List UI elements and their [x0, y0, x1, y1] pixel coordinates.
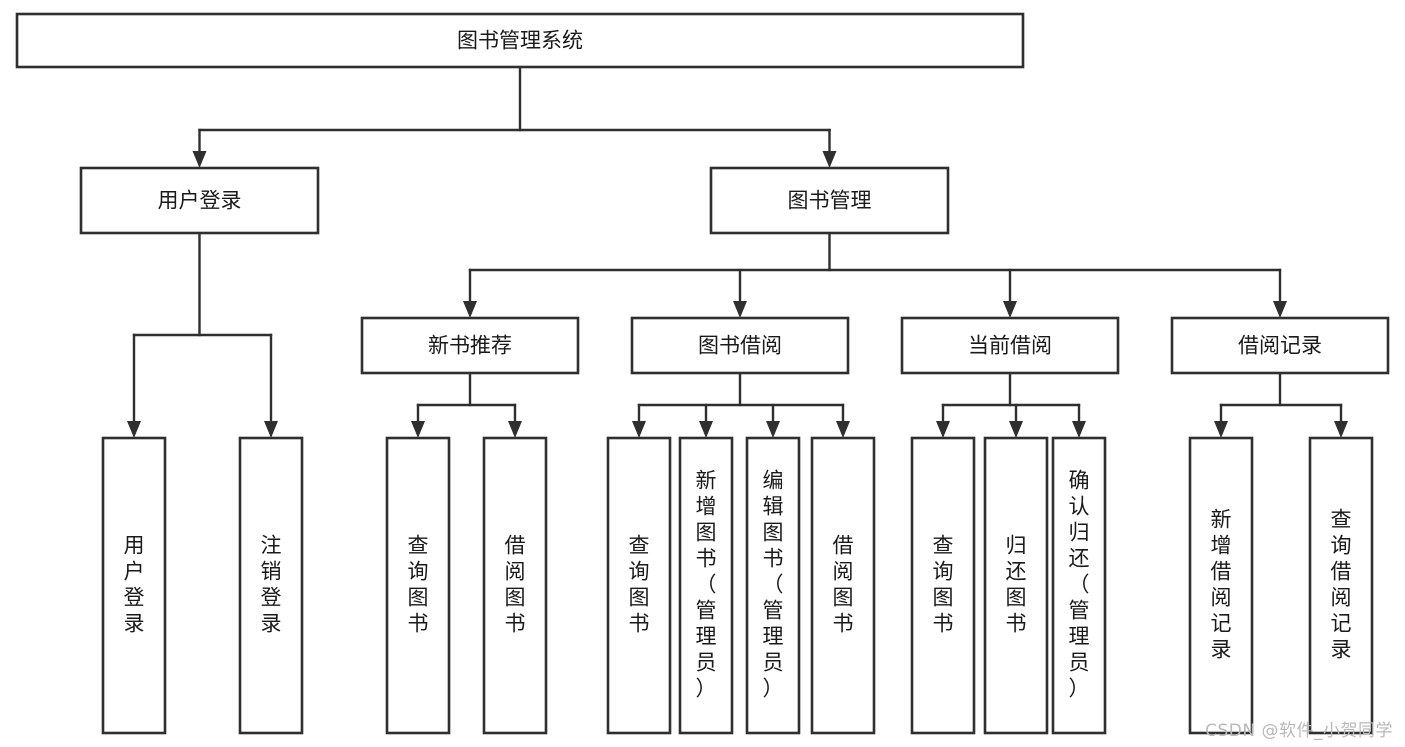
node-leaf-query-book-3-box[interactable] [910, 436, 976, 735]
arrow-to-leaf-query-book-3 [936, 421, 950, 438]
arrow-to-leaf-add-record [1214, 421, 1228, 438]
node-book-borrow-box[interactable] [630, 316, 850, 375]
node-leaf-edit-book-label: 编辑图书（管理员） [763, 469, 784, 701]
node-leaf-query-book-2-box[interactable] [606, 436, 672, 735]
node-leaf-query-record-label: 查询借阅记录 [1331, 508, 1352, 662]
node-leaf-add-book-label: 新增图书（管理员） [696, 469, 717, 701]
node-book-borrow[interactable]: 图书借阅 [630, 316, 850, 375]
arrow-to-leaf-query-book-2 [632, 421, 646, 438]
node-leaf-borrow-book-2-box[interactable] [810, 436, 876, 735]
connectors-layer [127, 65, 1348, 438]
node-leaf-query-book-3[interactable]: 查询图书 [910, 436, 976, 735]
node-current-borrow-box[interactable] [900, 316, 1120, 375]
node-leaf-borrow-book-2[interactable]: 借阅图书 [810, 436, 876, 735]
arrow-to-leaf-query-book-1 [411, 421, 425, 438]
node-book-borrow-label: 图书借阅 [698, 334, 782, 358]
arrow-to-leaf-user-login [127, 421, 141, 438]
node-leaf-add-record-box[interactable] [1188, 436, 1254, 735]
arrow-to-leaf-confirm-return [1072, 421, 1086, 438]
node-leaf-query-book-2-label: 查询图书 [629, 534, 650, 636]
node-borrow-record[interactable]: 借阅记录 [1170, 316, 1390, 375]
node-new-book-recommend[interactable]: 新书推荐 [360, 316, 580, 375]
node-leaf-query-book-2[interactable]: 查询图书 [606, 436, 672, 735]
node-leaf-confirm-return-box[interactable] [1051, 436, 1107, 735]
node-leaf-user-login[interactable]: 用户登录 [101, 436, 167, 735]
node-current-borrow-label: 当前借阅 [968, 334, 1052, 358]
node-root-system-label: 图书管理系统 [457, 29, 583, 53]
node-new-book-recommend-label: 新书推荐 [428, 334, 512, 358]
node-book-manage-box[interactable] [709, 166, 950, 235]
node-leaf-add-record[interactable]: 新增借阅记录 [1188, 436, 1254, 735]
node-leaf-query-book-1[interactable]: 查询图书 [385, 436, 451, 735]
node-current-borrow[interactable]: 当前借阅 [900, 316, 1120, 375]
node-leaf-query-book-1-label: 查询图书 [408, 534, 429, 636]
node-leaf-borrow-book-1-box[interactable] [482, 436, 548, 735]
node-leaf-add-record-label: 新增借阅记录 [1211, 508, 1232, 662]
node-leaf-query-book-3-label: 查询图书 [933, 534, 954, 636]
arrow-to-leaf-query-record [1334, 421, 1348, 438]
node-leaf-logout-box[interactable] [238, 436, 304, 735]
node-book-manage[interactable]: 图书管理 [709, 166, 950, 235]
node-leaf-return-book-label: 归还图书 [1006, 534, 1027, 636]
node-borrow-record-box[interactable] [1170, 316, 1390, 375]
node-leaf-confirm-return[interactable]: 确认归还（管理员） [1051, 436, 1107, 735]
node-leaf-edit-book[interactable]: 编辑图书（管理员） [745, 436, 801, 735]
node-book-manage-label: 图书管理 [788, 189, 872, 213]
watermark-text: CSDN @软件_小贺同学 [1205, 721, 1393, 741]
arrow-to-leaf-edit-book [766, 421, 780, 438]
node-leaf-return-book-box[interactable] [983, 436, 1049, 735]
node-leaf-query-record-box[interactable] [1308, 436, 1374, 735]
node-leaf-borrow-book-2-label: 借阅图书 [833, 534, 854, 636]
arrow-to-leaf-borrow-book-1 [508, 421, 522, 438]
node-leaf-return-book[interactable]: 归还图书 [983, 436, 1049, 735]
node-root-system-box[interactable] [15, 12, 1025, 69]
arrow-to-book-manage [822, 151, 837, 168]
arrow-to-new-book-recommend [463, 301, 477, 318]
node-leaf-add-book-box[interactable] [678, 436, 734, 735]
node-leaf-edit-book-box[interactable] [745, 436, 801, 735]
node-leaf-logout-label: 注销登录 [261, 534, 282, 636]
node-borrow-record-label: 借阅记录 [1238, 334, 1322, 358]
node-leaf-add-book[interactable]: 新增图书（管理员） [678, 436, 734, 735]
node-leaf-query-book-1-box[interactable] [385, 436, 451, 735]
arrow-to-borrow-record [1273, 301, 1287, 318]
node-user-login-box[interactable] [79, 166, 320, 235]
node-leaf-user-login-label: 用户登录 [124, 534, 145, 636]
arrow-to-leaf-add-book [699, 421, 713, 438]
node-leaf-logout[interactable]: 注销登录 [238, 436, 304, 735]
node-new-book-recommend-box[interactable] [360, 316, 580, 375]
arrow-to-leaf-borrow-book-2 [836, 421, 850, 438]
node-leaf-confirm-return-label: 确认归还（管理员） [1069, 469, 1090, 701]
node-user-login-label: 用户登录 [158, 189, 242, 213]
arrow-to-leaf-return-book [1009, 421, 1023, 438]
arrow-to-leaf-logout [264, 421, 278, 438]
arrow-to-user-login [192, 151, 207, 168]
node-user-login[interactable]: 用户登录 [79, 166, 320, 235]
arrow-to-current-borrow [1003, 301, 1017, 318]
node-leaf-borrow-book-1-label: 借阅图书 [505, 534, 526, 636]
node-leaf-query-record[interactable]: 查询借阅记录 [1308, 436, 1374, 735]
node-leaf-borrow-book-1[interactable]: 借阅图书 [482, 436, 548, 735]
node-leaf-user-login-box[interactable] [101, 436, 167, 735]
arrow-to-book-borrow [733, 301, 747, 318]
nodes-layer: 图书管理系统用户登录图书管理新书推荐图书借阅当前借阅借阅记录用户登录注销登录查询… [15, 12, 1390, 735]
node-root-system[interactable]: 图书管理系统 [15, 12, 1025, 69]
